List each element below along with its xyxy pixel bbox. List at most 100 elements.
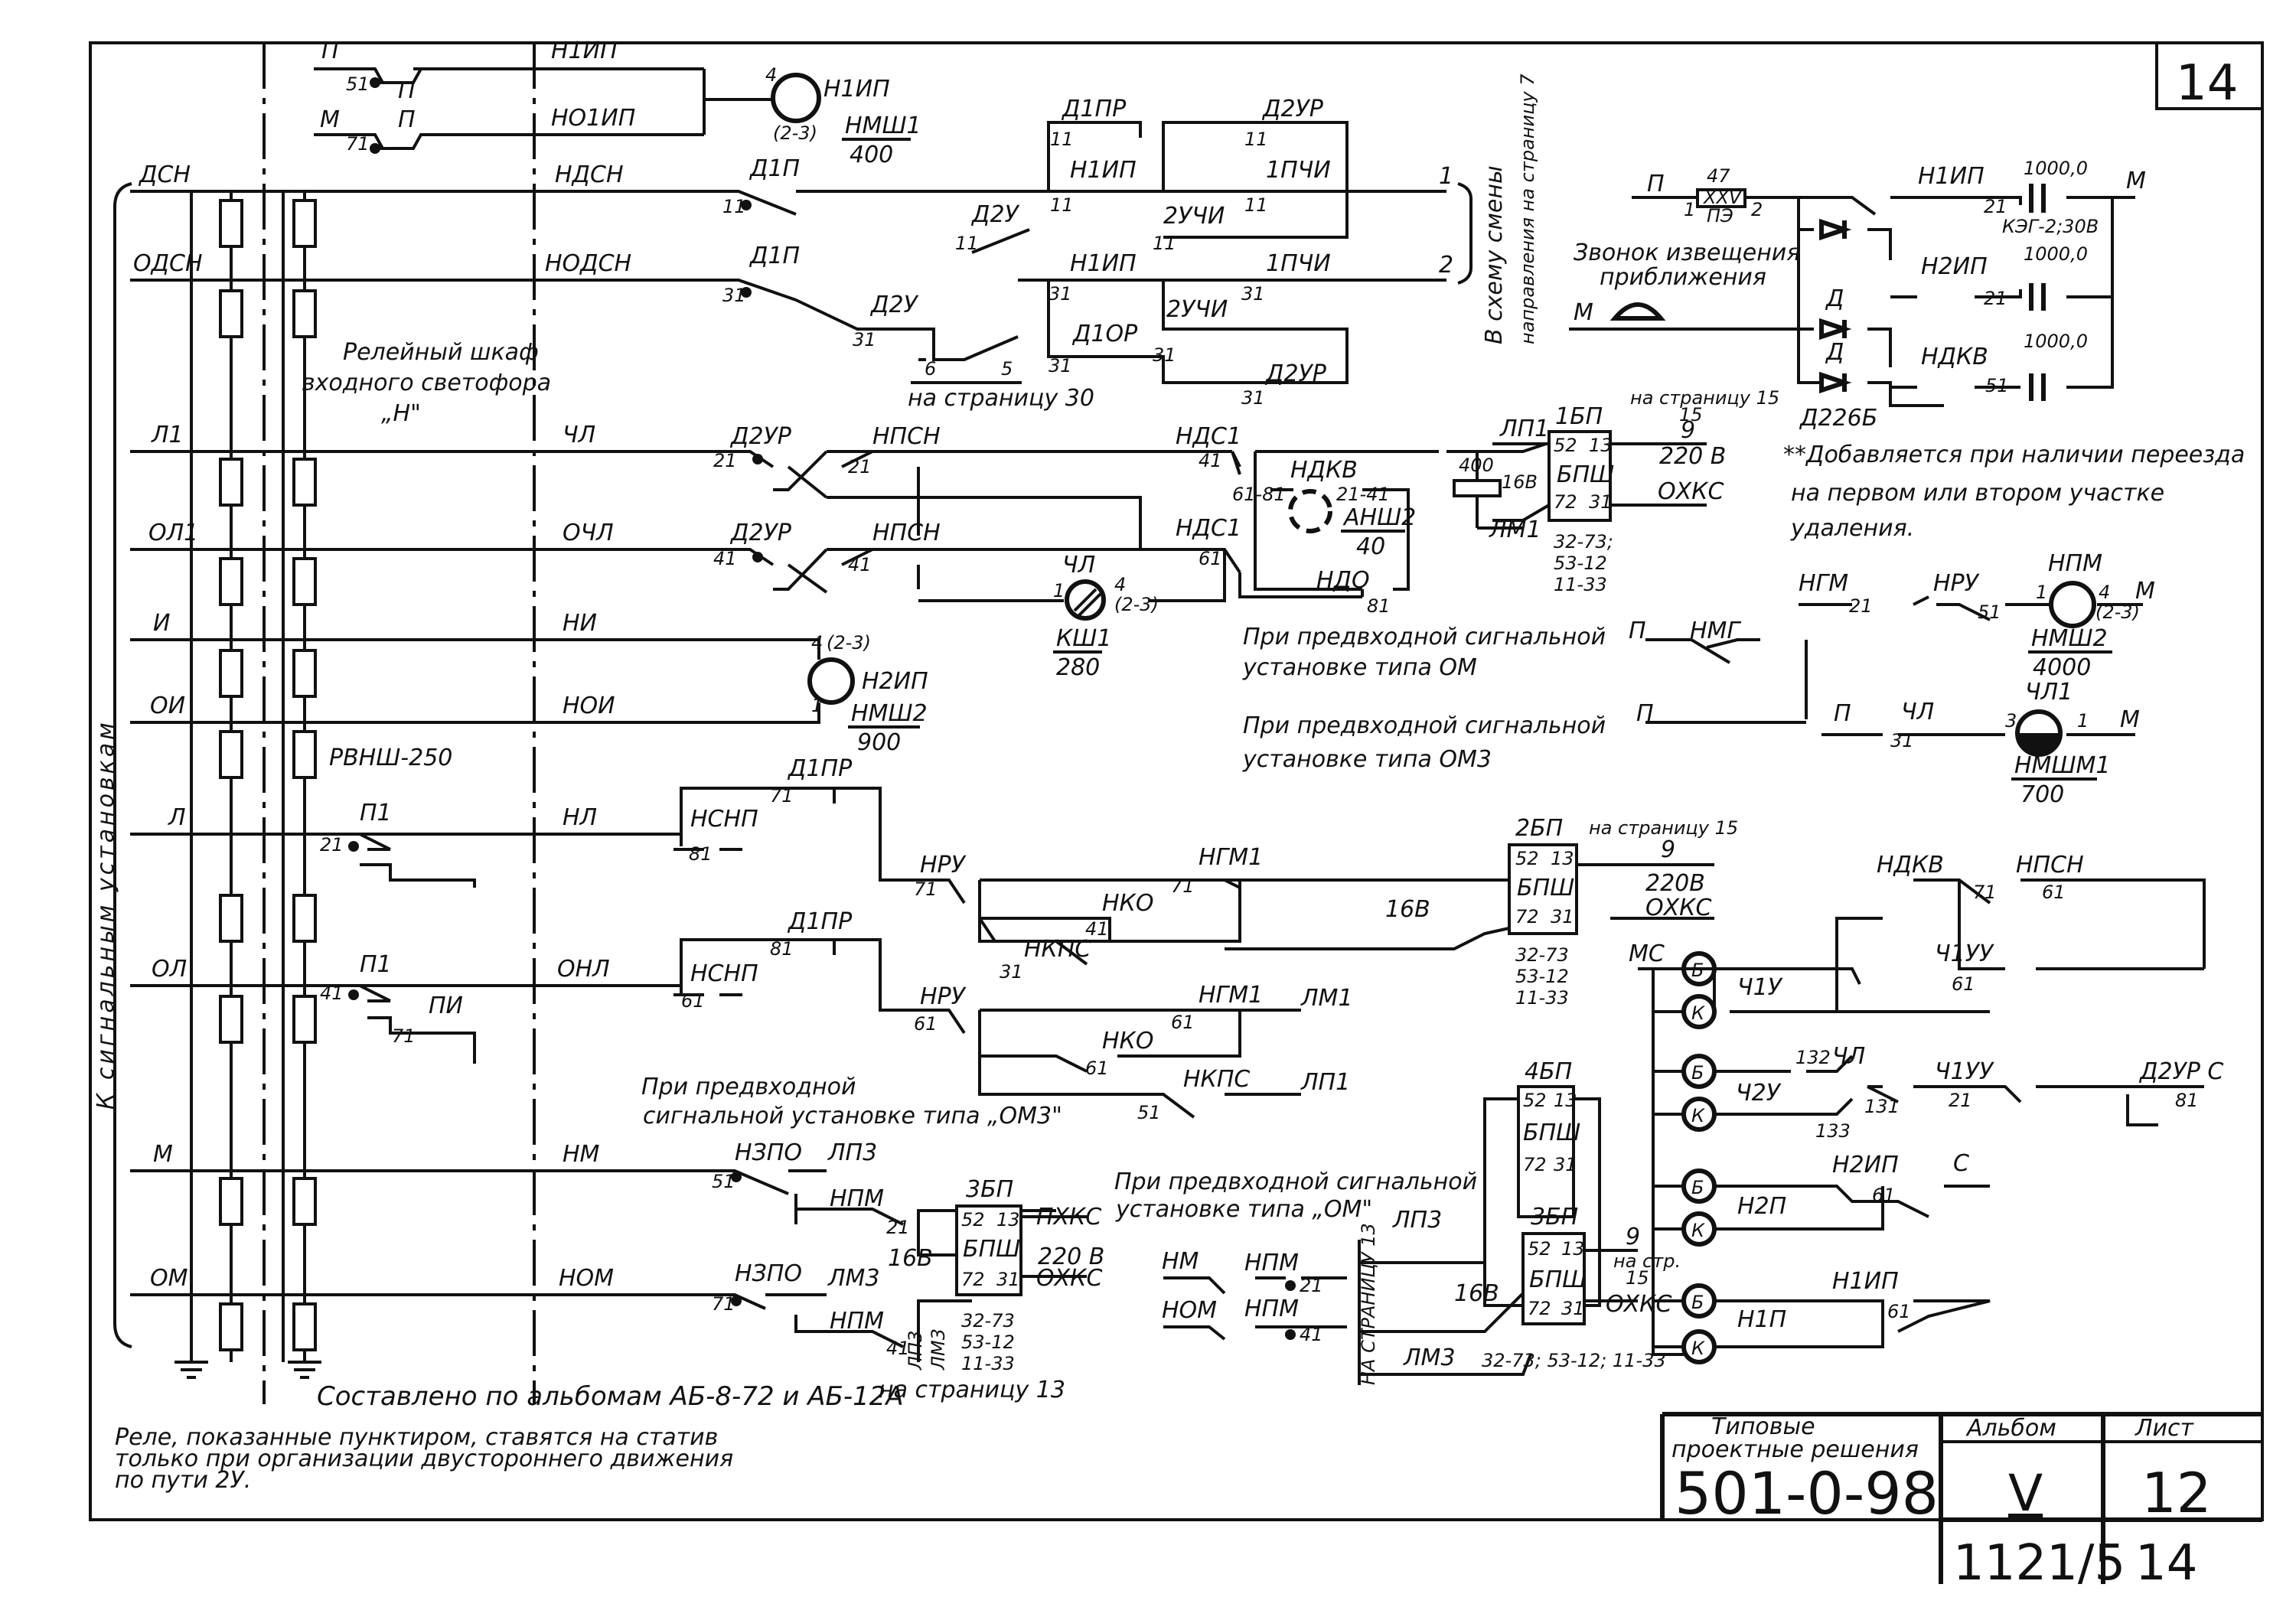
v220b-label: 220В <box>1645 870 1705 897</box>
top-no1ip: НО1ИП <box>551 105 635 132</box>
v16b-d: 16В <box>1454 1280 1499 1307</box>
relays-note-3: по пути 2У. <box>115 1467 251 1494</box>
nds1-a-name: НДС1 <box>1176 423 1241 450</box>
nru-a-num: 71 <box>914 878 938 900</box>
bp1-block <box>1548 430 1612 522</box>
nzpo-b-dot <box>731 1296 742 1306</box>
relay-cabinet-line1: Релейный шкаф <box>343 339 539 366</box>
d2ur-e-name: Д2УР С <box>2138 1058 2223 1085</box>
nds1-a-num: 41 <box>1199 450 1222 471</box>
top-p2: П <box>398 106 416 133</box>
cable-nl: НЛ <box>563 804 597 831</box>
nsnp-a-num: 81 <box>689 843 713 865</box>
diode-1 <box>1819 218 1852 241</box>
bp4-title: 4БП <box>1525 1058 1572 1085</box>
bp2-name: БПШ <box>1517 875 1574 901</box>
relays-note-2: только при организации двустороннего дви… <box>115 1446 733 1472</box>
chl-d-132: 132 <box>1795 1047 1831 1068</box>
lp1-label: ЛП1 <box>1499 416 1549 442</box>
out-1: 1 <box>1439 163 1453 190</box>
cable-nm: НМ <box>563 1141 600 1168</box>
cable-noi: НОИ <box>563 693 615 719</box>
d1or-name: Д1ОР <box>1071 321 1138 347</box>
bus-om: ОМ <box>150 1265 188 1292</box>
bp1-p72: 72 <box>1554 491 1577 513</box>
nko-b-num: 61 <box>1085 1058 1109 1079</box>
nkps-b-num: 51 <box>1137 1102 1161 1123</box>
npm-a-name: НПМ <box>830 1185 884 1212</box>
ndkv-c-name: НДКВ <box>1921 344 1988 370</box>
bp2-block <box>1508 843 1578 935</box>
title-album: V <box>2008 1464 2043 1523</box>
d2ur-c-name: Д2УР <box>729 423 792 450</box>
nmg-name: НМГ <box>1690 618 1741 644</box>
npsn-b-name: НПСН <box>872 520 941 546</box>
okhksc-label: ОХКС <box>1036 1265 1102 1292</box>
top-contact-dot-1 <box>370 77 380 88</box>
chl-d-131: 131 <box>1864 1096 1900 1117</box>
ch1u-label: Ч1У <box>1737 974 1783 1001</box>
title-block <box>1660 1412 2262 1584</box>
bp4-block <box>1517 1085 1575 1218</box>
bell-label-2: приближения <box>1600 264 1766 291</box>
bp3-p13: 13 <box>996 1209 1020 1230</box>
nds1-b-num: 61 <box>1199 548 1222 569</box>
n2ip-name: Н2ИП <box>862 668 928 695</box>
d1pr-c-num: 81 <box>770 938 794 960</box>
cap3-value: 1000,0 <box>2024 331 2088 352</box>
ngm1-b-num: 61 <box>1171 1012 1195 1033</box>
chl-lamp-name: ЧЛ <box>1062 552 1095 579</box>
res47-type: ПЭ <box>1707 205 1733 227</box>
chl1-name: ЧЛ1 <box>2025 679 2073 706</box>
diode-type: Д226Б <box>1799 405 1877 432</box>
d1or-num: 31 <box>1049 355 1072 376</box>
chl-d-133: 133 <box>1815 1120 1851 1142</box>
npm-ohm: 4000 <box>2033 654 2091 681</box>
title-sheet-header: Лист <box>2135 1415 2195 1442</box>
npm-m: М <box>2135 578 2155 605</box>
d1p-a-name: Д1П <box>748 155 800 182</box>
bp3-title: 3БП <box>966 1176 1013 1203</box>
d2ur-a-num: 11 <box>1244 129 1268 150</box>
res-pin-p: П <box>1647 171 1665 197</box>
ndkv-d-num: 71 <box>1973 882 1997 903</box>
cap1-type: КЭГ-2;30В <box>2002 216 2099 237</box>
nkps-a-name: НКПС <box>1024 936 1091 963</box>
nru-b-num: 61 <box>914 1013 938 1035</box>
b1-label: Б <box>1691 960 1704 981</box>
npm-pins: (2-3) <box>2095 601 2140 623</box>
nom-circuit <box>673 1253 972 1362</box>
left-vertical-label: К сигнальным установкам <box>93 719 119 1110</box>
bp3-p31: 31 <box>996 1269 1020 1290</box>
cable-ni: НИ <box>563 610 597 637</box>
n9-label: 9 <box>1681 417 1695 444</box>
nodsn-circuit <box>673 279 1446 384</box>
npm-c-num: 21 <box>1300 1275 1323 1296</box>
ngm-name: НГМ <box>1799 570 1848 597</box>
chl-lamp-type: КШ1 <box>1056 625 1111 652</box>
nkps-a-num: 31 <box>1000 961 1023 983</box>
na-str-13: на страницу 13 <box>879 1377 1065 1403</box>
bp4-p72: 72 <box>1523 1154 1547 1175</box>
p-b: П <box>1629 618 1646 644</box>
n2ip-d-num: 61 <box>1872 1185 1896 1206</box>
bp2-p13: 13 <box>1551 848 1574 869</box>
n2p-label: Н2П <box>1737 1193 1786 1220</box>
lm3v-label: ЛМ3 <box>928 1328 949 1371</box>
ndkv-d-name: НДКВ <box>1877 852 1944 878</box>
n9b-label: 9 <box>1661 836 1675 863</box>
top-c71: 71 <box>346 133 370 155</box>
na-str-13-vertical: НА СТРАНИЦУ 13 <box>1358 1223 1379 1385</box>
n15-label: 15 <box>1679 404 1703 425</box>
bus-ol: ОЛ <box>152 956 187 983</box>
n2ip-c-num: 21 <box>1984 288 2007 309</box>
bus-i: И <box>153 610 170 637</box>
ndo-num: 81 <box>1367 595 1391 617</box>
chl-c-num: 31 <box>1890 730 1914 751</box>
n1ip-pins-23: (2-3) <box>773 122 817 144</box>
ndkv-pins-b: 21-41 <box>1336 484 1390 505</box>
top-contact-dot-2 <box>370 143 380 154</box>
n15c-label: 15 <box>1626 1267 1649 1289</box>
b3-label: Б <box>1691 1177 1704 1198</box>
top-c51: 51 <box>346 73 370 95</box>
